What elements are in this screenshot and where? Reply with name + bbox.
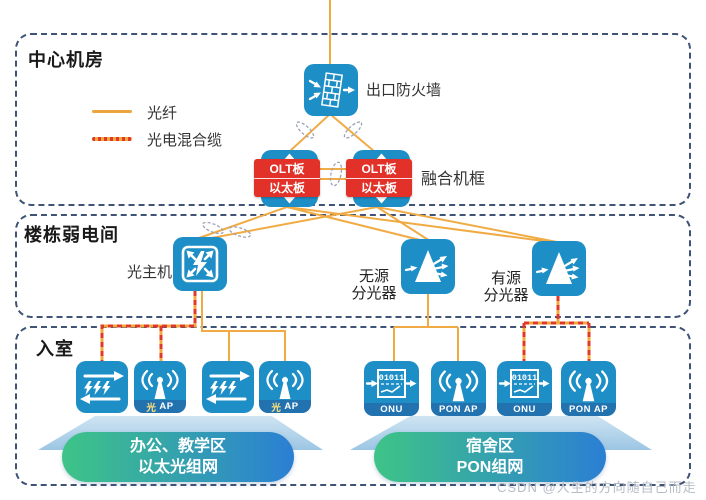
ethernet-transceiver-icon: [76, 361, 128, 413]
optical-splitter-icon: [532, 241, 586, 296]
onu-icon: 01011: [497, 361, 552, 416]
banner-line: PON组网: [456, 459, 524, 476]
watermark-text: CSDN @人生的方向随自己而走: [497, 480, 697, 495]
active-splitter-label: 有源 分光器: [483, 270, 529, 304]
onu-1: 01011 ONU: [364, 361, 419, 416]
firewall-device: [304, 64, 358, 116]
chassis-label: 融合机框: [421, 171, 486, 188]
indoor-title: 入室: [36, 339, 74, 359]
wireless-ap-icon: [561, 361, 616, 416]
ethernet-transceiver-icon: [202, 361, 254, 413]
legend-hybrid-label: 光电混合缆: [147, 132, 223, 149]
firewall-icon: [304, 64, 358, 116]
wireless-ap-icon: [431, 361, 486, 416]
banner-office-network: 办公、教学区 以太光组网: [62, 432, 294, 482]
ethernet-board-label: 以太板: [346, 177, 412, 197]
olt-board-label: OLT板: [269, 161, 305, 176]
hybrid-cable-lines: [100, 291, 591, 361]
device-badge: ONU: [497, 403, 552, 416]
olt-board-badge-left: OLT板 以太板: [254, 159, 320, 197]
banner-line: 办公、教学区: [129, 438, 226, 455]
olt-board-badge-right: OLT板 以太板: [346, 159, 412, 197]
building-room-title: 楼栋弱电间: [24, 225, 119, 245]
ethernet-transceiver-1: [76, 361, 128, 413]
fiber-lines: [198, 0, 558, 361]
device-badge: PON AP: [431, 403, 486, 416]
device-badge: PON AP: [561, 403, 616, 416]
pon-ap-1: PON AP: [431, 361, 486, 416]
optical-host-icon: [173, 237, 227, 291]
banner-dorm-network: 宿舍区 PON组网: [374, 432, 606, 482]
passive-splitter-device: [401, 239, 455, 294]
fiber-line-swatch: [92, 110, 132, 113]
banner-line: 以太光组网: [137, 459, 218, 476]
link-aggregation-ellipses: [202, 121, 363, 238]
section-central-room: [15, 33, 691, 206]
section-indoor: [15, 326, 691, 486]
device-badge: ONU: [364, 403, 419, 416]
pon-ap-2: PON AP: [561, 361, 616, 416]
passive-splitter-label: 无源 分光器: [351, 268, 397, 302]
active-splitter-device: [532, 241, 586, 296]
onu-icon: 01011: [364, 361, 419, 416]
ethernet-transceiver-2: [202, 361, 254, 413]
svg-text:01011: 01011: [512, 373, 538, 383]
onu-2: 01011 ONU: [497, 361, 552, 416]
firewall-label: 出口防火墙: [366, 82, 442, 99]
svg-text:01011: 01011: [379, 373, 405, 383]
legend-fiber-label: 光纤: [147, 105, 178, 122]
central-room-title: 中心机房: [28, 50, 104, 70]
optical-host-device: [173, 237, 227, 291]
ethernet-board-label: 以太板: [254, 177, 320, 197]
hybrid-line-swatch: [92, 137, 132, 141]
optical-splitter-icon: [401, 239, 455, 294]
banner-line: 宿舍区: [465, 438, 514, 455]
olt-board-label: OLT板: [361, 161, 397, 176]
optical-host-label: 光主机: [126, 264, 172, 281]
